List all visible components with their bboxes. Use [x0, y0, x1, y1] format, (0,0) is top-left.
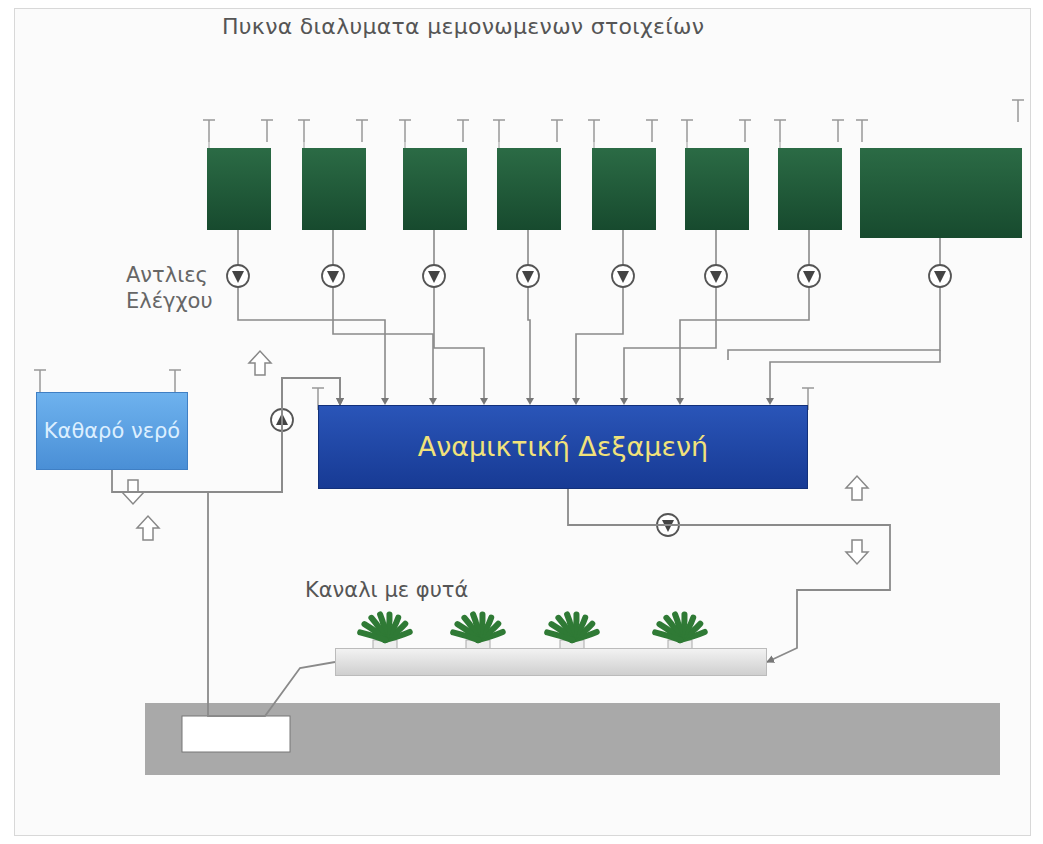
flow-arrows: [122, 351, 868, 564]
pump-label: Αντλιες Ελέγχου: [126, 262, 246, 315]
feed-lines: [238, 230, 940, 405]
nutrient-tanks: [34, 100, 1024, 410]
channel-bar: [335, 648, 767, 676]
plants: [360, 614, 705, 650]
pumps: [227, 265, 951, 536]
tank-box: Αναμικτική Δεξαμενή: [318, 405, 808, 489]
ground: [145, 703, 1000, 775]
pipe-connector: [568, 489, 890, 662]
tank-box: Καθαρό νερό: [36, 392, 188, 470]
plant-channel: Καναλι με φυτά: [305, 578, 767, 678]
node-text: Αναμικτική Δεξαμενή: [418, 431, 708, 462]
node-text: Καναλι με φυτά: [305, 578, 767, 602]
node-text: Καθαρό νερό: [44, 419, 180, 443]
drain-box: [182, 716, 290, 752]
title: Πυκνα διαλυματα μεμονωμενων στοιχείων: [222, 14, 704, 39]
